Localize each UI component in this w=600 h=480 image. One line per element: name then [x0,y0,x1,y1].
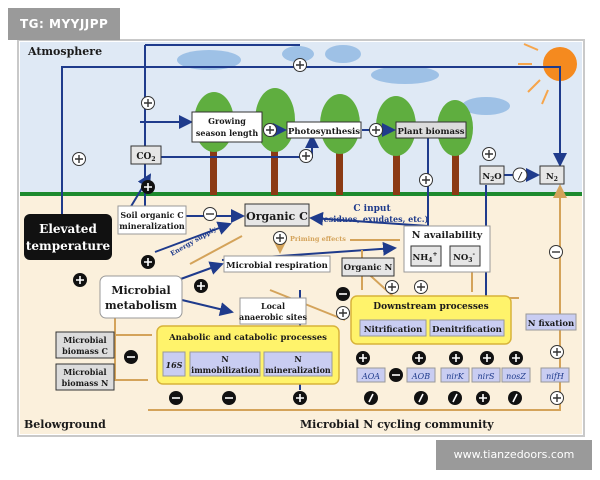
co2-node [130,145,162,165]
n2-label: N2 [546,172,558,183]
microbial-metabolism-node [99,275,183,319]
nirs-label: nirS [477,372,495,381]
local-anaerobic-label: anaerobic sites [239,312,307,322]
elevated-temperature-node [24,214,112,260]
local-anaerobic-label: Local [261,301,285,311]
slash-node [512,167,528,183]
n-fixation-label: N fixation [528,319,575,329]
microbial-metabolism-label: Microbial [111,284,170,297]
aob-gene [406,367,436,383]
16s-label: 16S [166,360,183,370]
denitrification-label: Denitrification [432,325,502,335]
organic-n-node [341,257,395,277]
microbial-biomass-n-label: Microbial [63,367,106,377]
n2o-node [479,165,505,185]
nosz-label: nosZ [506,372,526,381]
slash-label: / [517,172,523,182]
aoa-label: AOA [361,372,380,381]
elevated-temperature-label: Elevated [39,222,97,236]
soil-organic-c-label: mineralization [119,221,185,231]
photosynthesis-node [286,121,362,139]
photosynthesis-label: Photosynthesis [288,127,360,137]
co2-label: CO2 [136,152,155,163]
downstream-processes-label: Downstream processes [373,302,488,312]
plant-biomass-label: Plant biomass [397,127,464,137]
nh4-label: NH4+ [412,251,437,264]
growing-season-label: season length [196,128,258,138]
n2o-label: N2O [482,172,502,183]
microbial-respiration-node [223,255,331,273]
cloud [325,45,361,63]
soil-organic-c-node [117,205,187,235]
priming-effects-label: Priming effects [290,235,346,243]
c-input-label: C input [353,204,391,214]
organic-c-node [244,203,310,227]
n2-node [539,165,565,185]
elevated-temperature-label: temperature [26,239,111,253]
cloud [371,66,439,84]
aoa-gene [356,367,386,383]
soil-organic-c-label: Soil organic C [120,210,183,220]
nirk-gene [440,367,470,383]
anabolic-catabolic-label: Anabolic and catabolic processes [168,333,327,343]
cloud [282,46,314,62]
nirk-label: nirK [446,372,465,381]
channel-tag: TG: MYYJJPP [8,8,120,40]
growing-season-label: Growing [208,116,246,126]
aob-label: AOB [411,372,430,381]
n-availability-label: N availability [412,230,483,241]
site-watermark: www.tianzedoors.com [436,440,592,470]
n-mineralization-label: N [294,354,301,364]
16s-node [162,351,186,377]
microbial-respiration-label: Microbial respiration [226,261,328,271]
microbial-biomass-c-label: biomass C [62,346,108,356]
plant-biomass-node [395,121,467,139]
microbial-biomass-n-node [55,363,115,391]
nirs-gene [471,367,501,383]
n-fixation-node [525,313,577,331]
nitrification-label: Nitrification [364,325,423,335]
belowground-label: Belowground [24,418,106,431]
n-immobilization-node [189,351,261,377]
cloud [462,97,510,115]
microbial-biomass-n-label: biomass N [62,378,109,388]
community-label: Microbial N cycling community [300,418,494,431]
growing-season-node [191,111,263,143]
microbial-biomass-c-node [55,331,115,359]
microbial-metabolism-label: metabolism [105,299,177,312]
denitrification-node [429,319,505,337]
n-immobilization-label: N [221,354,228,364]
nifh-gene [540,367,570,383]
nh4-node [410,245,442,267]
n-mineralization-node [263,351,333,377]
frame [17,39,585,437]
cloud [177,50,241,70]
no3-label: NO3- [453,251,475,264]
organic-c-label: Organic C [246,210,308,223]
local-anaerobic-node [239,297,307,325]
n-mineralization-label: mineralization [265,365,331,375]
n-immobilization-label: immobilization [191,365,259,375]
atmosphere-label: Atmosphere [27,45,102,58]
microbial-biomass-c-label: Microbial [63,335,106,345]
nifh-label: nifH [546,372,565,381]
sun-icon [518,43,577,106]
no3-node [449,245,481,267]
organic-n-label: Organic N [344,263,393,273]
c-input-label: (residues, exudates, etc.) [316,214,429,224]
nitrification-node [359,319,427,337]
nosz-gene [501,367,531,383]
